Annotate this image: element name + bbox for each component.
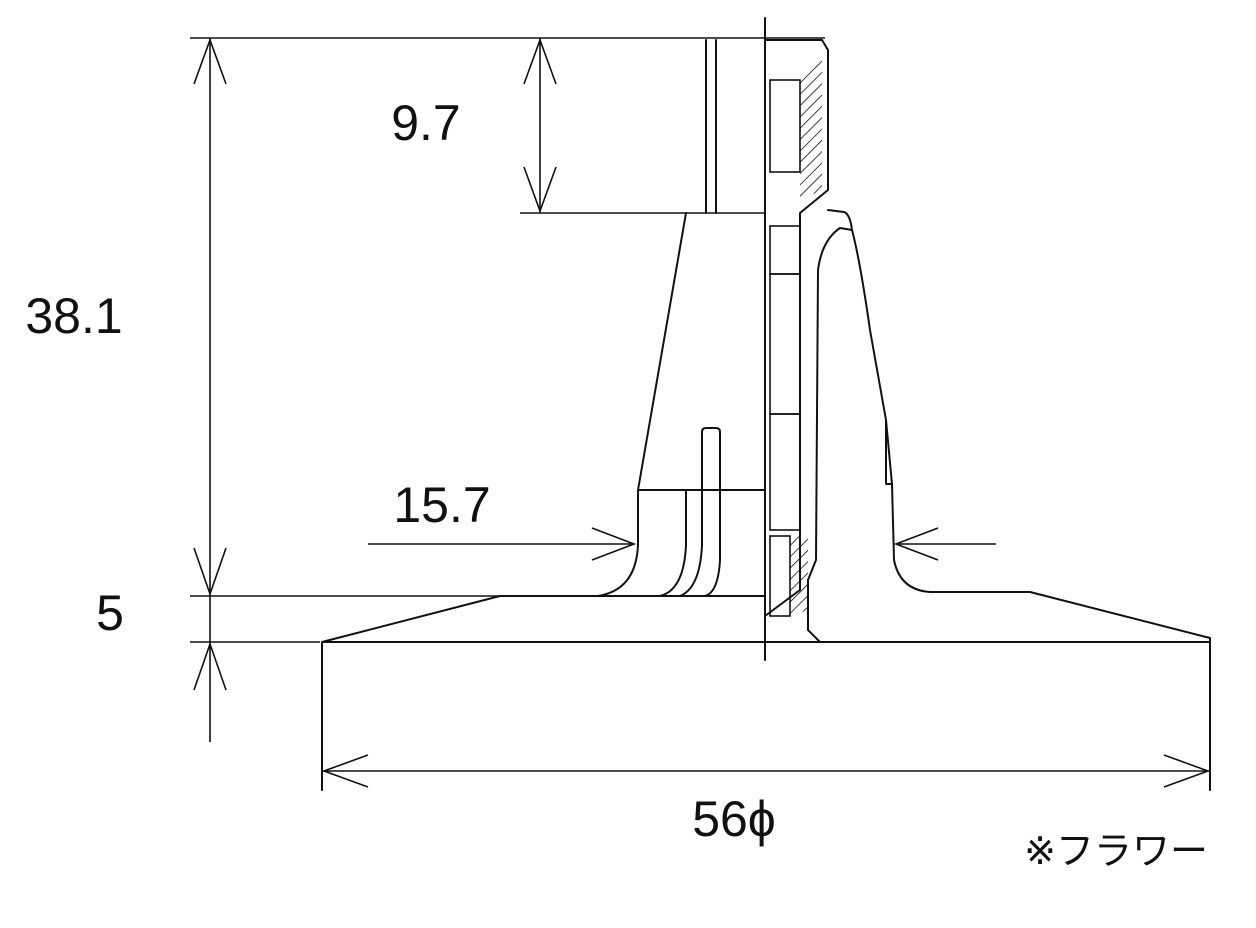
neck-step-line [885,419,893,485]
bore-segment [769,273,801,415]
arrow-right-icon [1163,754,1211,788]
product-note: ※フラワー [1024,829,1208,873]
arrow-down-icon [523,166,557,214]
arrow-down-icon [193,547,227,597]
arrow-up-icon [523,37,557,85]
section-view [764,39,1211,791]
arrow-left-icon [321,754,369,788]
bore-wall-outline [764,39,829,617]
arrow-right-icon [591,527,637,561]
base-flange-outline [321,595,766,643]
thread-hatch [800,60,822,200]
neck-skin-line [827,209,853,231]
arrow-up-icon [193,641,227,691]
total-height-label: 38.1 [25,288,122,344]
flare-curve-1 [659,489,687,597]
flare-curve-2 [679,544,703,597]
bore-segment [769,225,801,275]
taper-left-edge [637,212,687,546]
base-diameter-label: 56ϕ [692,791,776,847]
arrow-left-icon [893,527,939,561]
bore-segment [769,79,801,173]
exterior-view [321,39,766,791]
bore-segment [769,535,791,617]
neck-diameter-label: 15.7 [393,477,490,533]
top-height-label: 9.7 [391,95,461,151]
slot-outline [701,427,721,597]
flare-curve-outer [597,544,639,597]
base-thickness-label: 5 [96,585,124,641]
flower-body-section [807,227,1211,643]
bore-bottom-hatch [790,535,808,616]
bore-segment [769,413,801,531]
arrow-up-icon [193,37,227,85]
dimension-lines [190,37,1211,790]
